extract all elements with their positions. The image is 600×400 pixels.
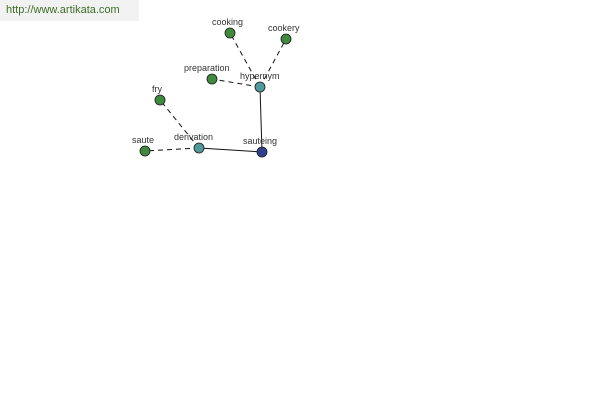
edge-derivation-to-saute	[144, 147, 200, 152]
center-sauteing-label: sauteing	[243, 136, 277, 146]
graph-labels: cooking cookery preparation fry saute hyperny…	[132, 17, 300, 146]
source-url-banner: http://www.artikata.com	[0, 0, 139, 21]
term-cookery-label: cookery	[268, 23, 300, 33]
edge-hypernym-to-preparation	[211, 78, 261, 88]
edge-hypernym-to-cookery	[259, 38, 287, 88]
relation-derivation-node[interactable]	[193, 142, 205, 154]
edge-center-to-hypernym	[259, 86, 263, 153]
term-fry-node[interactable]	[154, 94, 166, 106]
term-saute-label: saute	[132, 135, 154, 145]
term-cookery-node[interactable]	[280, 33, 292, 45]
center-sauteing-node[interactable]	[256, 146, 268, 158]
edge-center-to-derivation	[198, 147, 263, 153]
relation-hypernym-node[interactable]	[254, 81, 266, 93]
term-saute-node[interactable]	[139, 145, 151, 157]
edge-hypernym-to-cooking	[229, 32, 261, 88]
source-url-link[interactable]: http://www.artikata.com	[6, 4, 120, 16]
graph-nodes	[139, 27, 292, 158]
term-fry-label: fry	[152, 84, 162, 94]
term-preparation-node[interactable]	[206, 73, 218, 85]
graph-edges	[144, 32, 287, 153]
term-preparation-label: preparation	[184, 63, 230, 73]
edge-derivation-to-fry	[159, 99, 200, 149]
term-cooking-label: cooking	[212, 17, 243, 27]
relation-derivation-label: derivation	[174, 132, 213, 142]
term-cooking-node[interactable]	[224, 27, 236, 39]
relation-hypernym-label: hypernym	[240, 71, 280, 81]
